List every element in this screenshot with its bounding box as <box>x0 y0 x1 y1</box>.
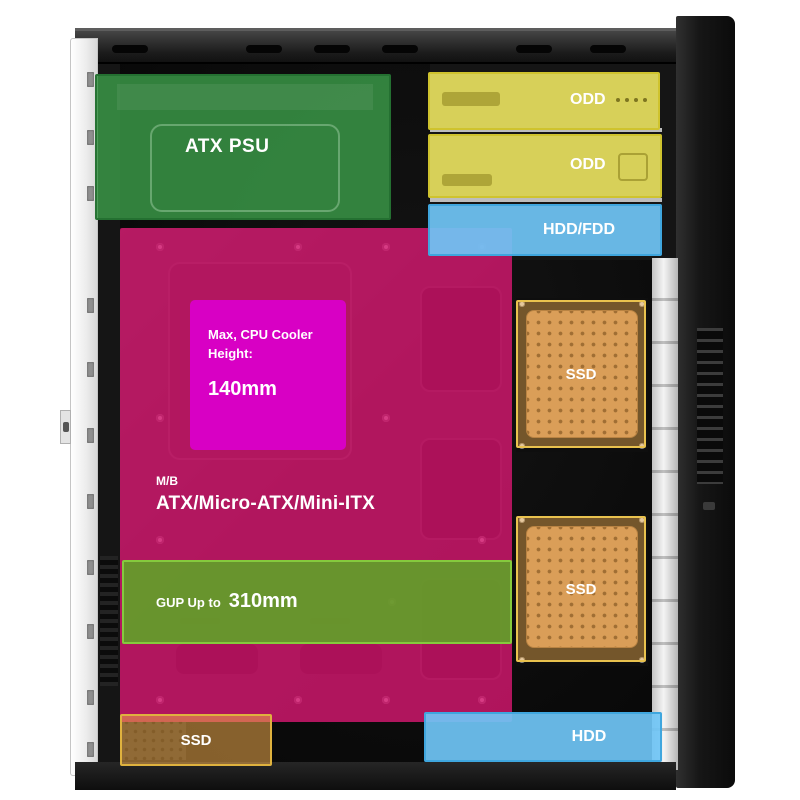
top-vent-slot <box>246 45 282 53</box>
odd-annotation-top: ODD <box>428 72 660 130</box>
hdd-fdd-annotation: HDD/FDD <box>428 204 662 256</box>
psu-vent-hint <box>117 84 373 110</box>
odd-annotation-bottom: ODD <box>428 134 662 198</box>
top-edge-highlight <box>75 28 676 31</box>
motherboard-prefix: M/B <box>156 474 178 488</box>
front-cutout <box>87 560 94 575</box>
front-cutout <box>87 624 94 639</box>
front-cutout <box>87 362 94 377</box>
ssd-annotation-lower: SSD <box>516 516 646 662</box>
ssd-label: SSD <box>565 365 597 383</box>
ssd-label: SSD <box>565 580 597 598</box>
odd-label-row: ODD <box>570 91 647 109</box>
ssd-annotation-bottom: SSD <box>120 714 272 766</box>
top-vent-slot <box>382 45 418 53</box>
front-cutout <box>87 742 94 757</box>
front-panel-clip-latch <box>63 422 69 432</box>
top-vent-slot <box>314 45 350 53</box>
top-vent-slot <box>112 45 148 53</box>
motherboard-form-factors: ATX/Micro-ATX/Mini-ITX <box>156 493 376 514</box>
ssd-mount-bracket <box>516 514 648 666</box>
ssd-annotation-upper: SSD <box>516 300 646 448</box>
cpu-cooler-line2: Height: <box>208 345 253 361</box>
ssd-tray <box>526 526 638 648</box>
front-interior-vent <box>100 556 118 686</box>
top-vent-slot <box>590 45 626 53</box>
gpu-length-value: 310mm <box>228 590 298 612</box>
bay-screw-plate <box>618 153 648 181</box>
tray-screw <box>519 517 525 523</box>
rear-thumbscrew <box>703 502 715 510</box>
top-vent-slot <box>516 45 552 53</box>
gpu-label-group: GUP Up to 310mm <box>156 590 298 613</box>
psu-label: ATX PSU <box>185 136 270 157</box>
hdd-annotation-bottom: HDD <box>424 712 662 762</box>
front-cutout <box>87 72 94 87</box>
motherboard-label-group: M/B ATX/Micro-ATX/Mini-ITX <box>156 474 375 515</box>
cpu-cooler-annotation: Max, CPU Cooler Height: 140mm <box>190 300 346 450</box>
drive-bay-lip <box>430 198 662 202</box>
case-bottom-panel <box>75 762 676 790</box>
front-cutout <box>87 186 94 201</box>
ssd-mount-bracket <box>516 298 648 452</box>
ssd-label: SSD <box>180 731 212 749</box>
rear-vent-slots <box>697 328 723 484</box>
front-cutout <box>87 298 94 313</box>
tray-screw <box>519 301 525 307</box>
gpu-prefix: GUP Up to <box>156 595 221 610</box>
cpu-cooler-height-value: 140mm <box>208 377 277 400</box>
cpu-cooler-line1: Max, CPU Cooler <box>208 327 313 342</box>
tray-screw <box>639 301 645 307</box>
odd-label: ODD <box>570 156 606 173</box>
case-top-panel <box>75 28 676 64</box>
hdd-label: HDD <box>571 728 607 745</box>
front-cutout <box>87 130 94 145</box>
front-cutout <box>87 690 94 705</box>
front-cutout <box>87 494 94 509</box>
psu-mount-outline <box>150 124 340 212</box>
psu-annotation: ATX PSU <box>95 74 391 220</box>
tray-screw <box>639 517 645 523</box>
gpu-annotation: GUP Up to 310mm <box>122 560 512 644</box>
odd-label: ODD <box>570 91 606 108</box>
bay-screw-holes <box>615 98 647 102</box>
bay-bracket <box>442 92 500 106</box>
bay-bracket <box>442 174 492 186</box>
case-front-panel <box>70 38 98 776</box>
hdd-fdd-label: HDD/FDD <box>543 221 615 238</box>
front-cutout <box>87 428 94 443</box>
odd-label-row: ODD <box>570 156 606 174</box>
drive-bay-lip <box>430 128 662 132</box>
rear-inner-frame <box>652 258 678 770</box>
ssd-tray <box>526 310 638 438</box>
